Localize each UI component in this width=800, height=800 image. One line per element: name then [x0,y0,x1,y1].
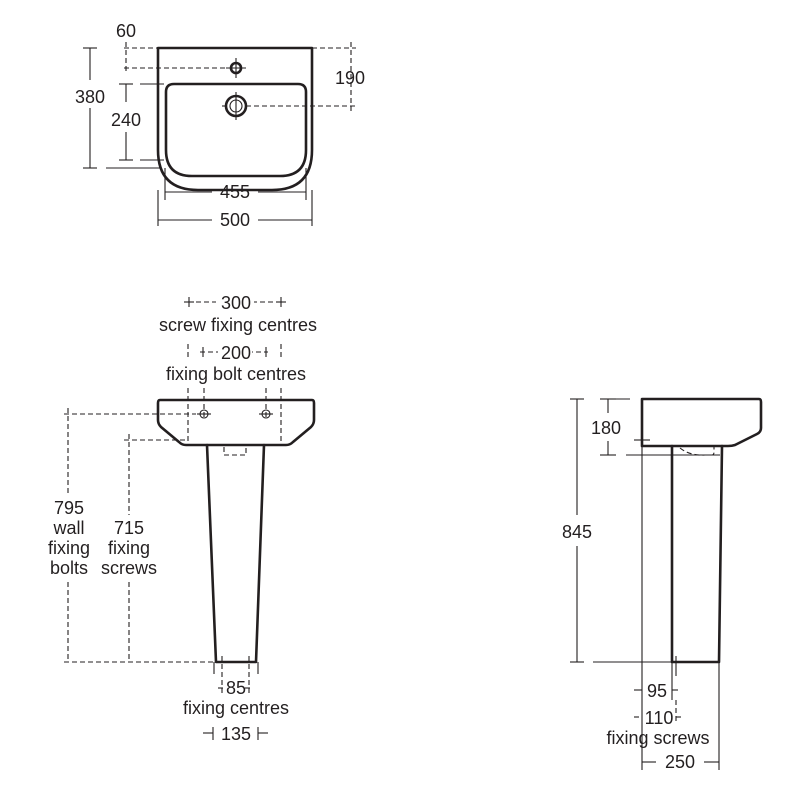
dim-screw-fixing-value: 300 [221,293,251,313]
dim-fixing-screws-line2: screws [101,558,157,578]
plan-view: 60 190 380 240 455 500 [75,21,365,230]
dim-bolt-fixing-value: 200 [221,343,251,363]
dim-bolt-fixing-label: fixing bolt centres [166,364,306,384]
dim-fixing-screws-value: 715 [114,518,144,538]
dim-base-fixing-value: 85 [226,678,246,698]
dim-pedestal-offset: 95 [647,681,667,701]
dim-overall-width: 500 [220,210,250,230]
front-basin-outline [156,398,316,447]
front-view: 300 screw fixing centres 200 fixing bolt… [48,293,317,744]
dim-overall-depth: 380 [75,87,105,107]
dim-projection: 250 [665,752,695,772]
dim-wall-bolts-value: 795 [54,498,84,518]
dim-screw-offset-label: fixing screws [606,728,709,748]
basin-bowl-outline [164,82,308,178]
dim-waste-from-back: 190 [335,68,365,88]
dim-base-fixing-label: fixing centres [183,698,289,718]
side-pedestal-outline [670,444,724,664]
dim-basin-height: 180 [591,418,621,438]
side-basin-outline [640,397,763,448]
dim-screw-fixing-label: screw fixing centres [159,315,317,335]
dim-wall-bolts-line1: wall [52,518,84,538]
dim-overall-height: 845 [562,522,592,542]
dim-screw-offset-value: 110 [645,708,674,728]
dim-tap-offset: 60 [116,21,136,41]
dim-bowl-depth: 240 [111,110,141,130]
basin-outer-outline [156,46,314,192]
dim-wall-bolts-line2: fixing [48,538,90,558]
side-view: 180 845 95 110 fixing screws 250 [562,397,763,772]
front-pedestal-outline [205,443,266,664]
dim-bowl-width: 455 [220,182,250,202]
dim-wall-bolts-line3: bolts [50,558,88,578]
dim-base-width-value: 135 [221,724,251,744]
dim-fixing-screws-line1: fixing [108,538,150,558]
